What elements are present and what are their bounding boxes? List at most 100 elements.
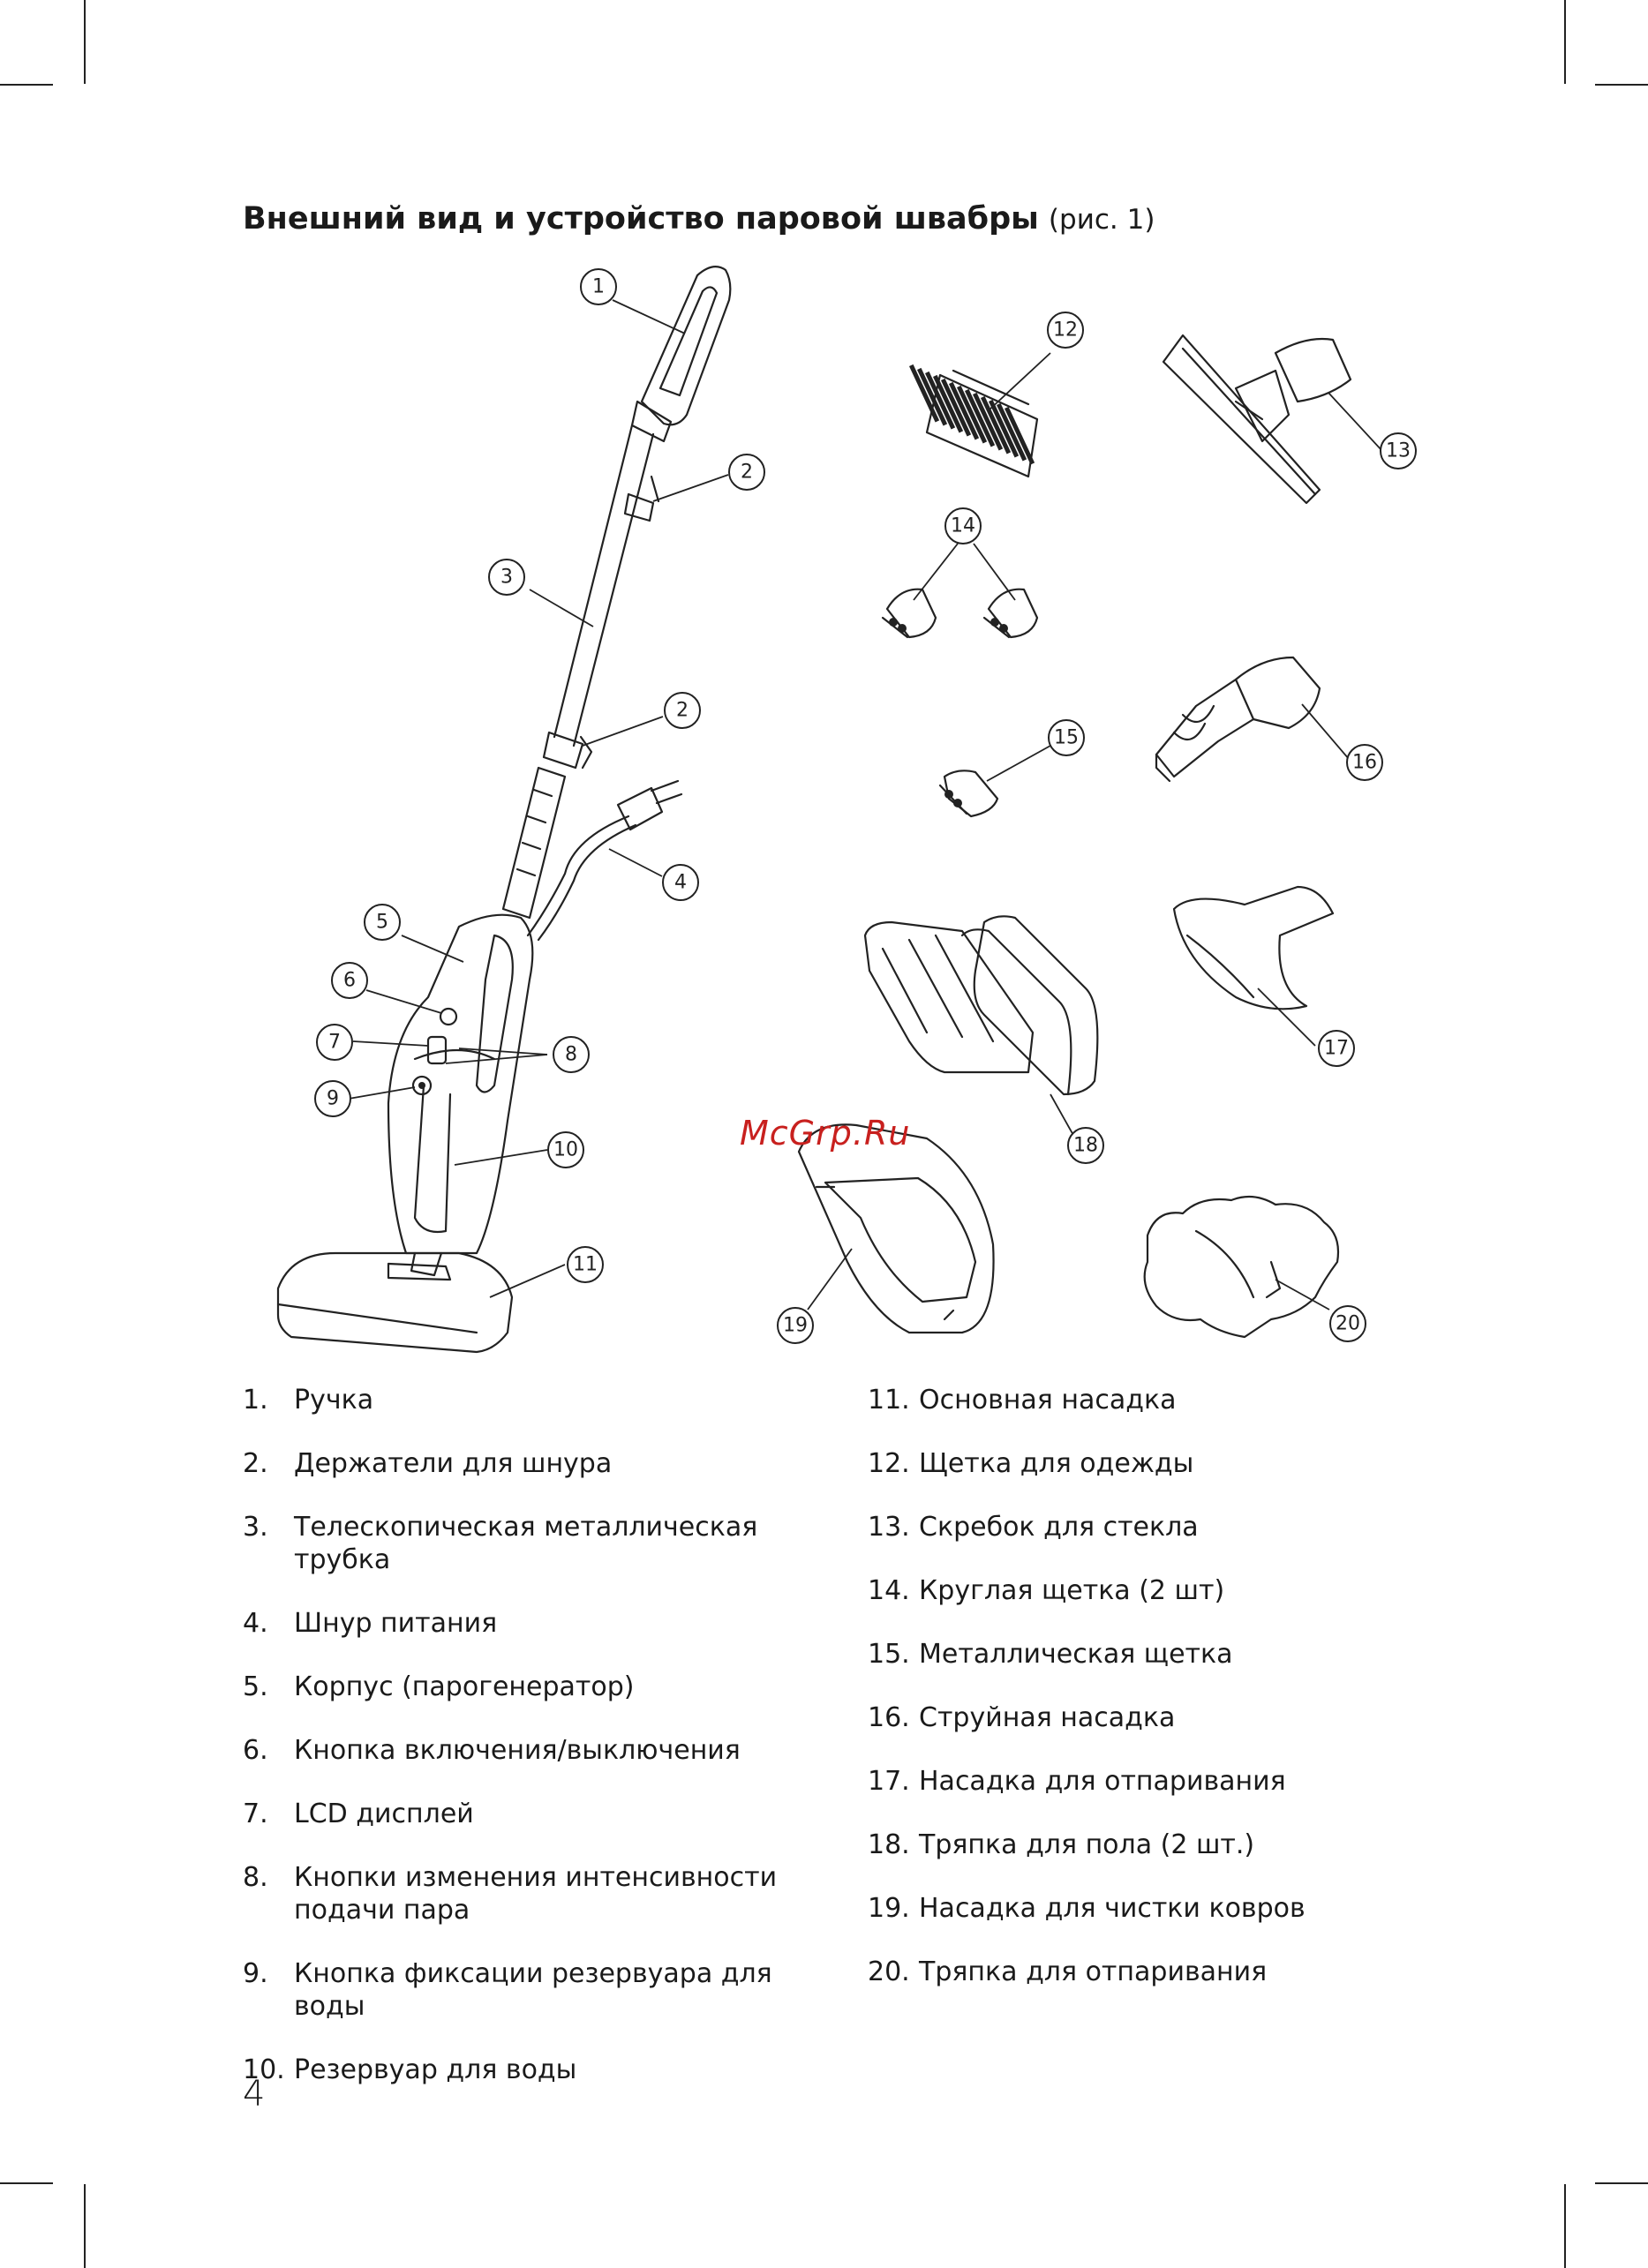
callout-19: 19 xyxy=(777,1307,814,1344)
item-label: Круглая щетка (2 шт) xyxy=(919,1575,1225,1606)
item-number: 10. xyxy=(243,2054,285,2085)
item-label: Струйная насадка xyxy=(919,1702,1176,1733)
callout-12: 12 xyxy=(1047,312,1084,349)
callout-18: 18 xyxy=(1067,1127,1104,1164)
list-item: 13.Скребок для стекла xyxy=(868,1511,1415,1543)
item-label: Кнопка включения/выключения xyxy=(294,1735,741,1766)
list-item: 7. LCD дисплей xyxy=(243,1798,843,1830)
callout-15: 15 xyxy=(1048,719,1085,756)
page-title: Внешний вид и устройство паровой швабры … xyxy=(243,201,1155,237)
glass-scraper-illustration xyxy=(1162,334,1352,505)
list-item: 14. Круглая щетка (2 шт) xyxy=(868,1574,1415,1607)
list-item: 3.Телескопическая металлическая трубка xyxy=(243,1511,843,1576)
callout-number: 14 xyxy=(951,515,975,537)
item-number: 3. xyxy=(243,1512,268,1543)
crop-mark xyxy=(84,2184,86,2268)
figure-diagram: 1 2 3 2 4 5 6 7 8 9 10 11 12 13 14 15 16… xyxy=(276,266,1417,1354)
list-item: 20.Тряпка для отпаривания xyxy=(868,1956,1415,1988)
callout-number: 1 xyxy=(592,276,605,298)
watermark-text: McGrp.Ru xyxy=(740,1114,911,1153)
item-number: 8. xyxy=(243,1862,268,1893)
list-item: 17.Насадка для отпаривания xyxy=(868,1765,1415,1798)
item-number: 4. xyxy=(243,1608,268,1639)
callout-7: 7 xyxy=(316,1024,353,1061)
crop-mark xyxy=(1564,2184,1566,2268)
list-item: 2.Держатели для шнура xyxy=(243,1447,843,1480)
bristle xyxy=(933,374,964,433)
crop-mark xyxy=(1564,0,1566,84)
list-item: 9.Кнопка фиксации резервуара для воды xyxy=(243,1957,843,2023)
callout-number: 2 xyxy=(741,462,753,484)
callout-number: 2 xyxy=(676,700,689,722)
crop-mark xyxy=(1595,84,1648,86)
metal-brush-illustration xyxy=(938,770,999,818)
callout-number: 5 xyxy=(376,912,388,934)
callout-number: 17 xyxy=(1324,1038,1349,1060)
item-label: Ручка xyxy=(294,1385,374,1416)
parts-list-left: 1. Ручка 2.Держатели для шнура 3.Телескопич… xyxy=(243,1384,843,2117)
item-number: 1. xyxy=(243,1385,268,1416)
item-number: 6. xyxy=(243,1735,268,1766)
item-label: Металлическая щетка xyxy=(919,1639,1233,1670)
list-item: 16. Струйная насадка xyxy=(868,1701,1415,1734)
callout-leaders xyxy=(348,299,1382,1310)
list-item: 10. Резервуар для воды xyxy=(243,2054,843,2086)
list-item: 19. Насадка для чистки ковров xyxy=(868,1892,1415,1925)
list-item: 15. Металлическая щетка xyxy=(868,1638,1415,1671)
item-number: 14. xyxy=(868,1575,910,1606)
item-number: 11. xyxy=(868,1385,910,1416)
callout-11: 11 xyxy=(567,1246,604,1283)
title-text: Внешний вид и устройство паровой швабры xyxy=(243,201,1039,237)
floor-cloths-illustration xyxy=(863,915,1099,1096)
list-item: 12.Щетка для одежды xyxy=(868,1447,1415,1480)
callout-number: 13 xyxy=(1386,440,1411,462)
callout-number: 9 xyxy=(327,1088,339,1110)
item-label: Тряпка для отпаривания xyxy=(919,1956,1268,1987)
item-number: 18. xyxy=(868,1829,910,1860)
callout-13: 13 xyxy=(1380,432,1417,469)
callout-8: 8 xyxy=(553,1036,590,1073)
callout-1: 1 xyxy=(580,268,617,305)
bristle xyxy=(948,381,980,440)
figure-reference: (рис. 1) xyxy=(1048,204,1155,236)
callout-number: 8 xyxy=(565,1044,577,1066)
list-item: 4.Шнур питания xyxy=(243,1607,843,1640)
callout-number: 10 xyxy=(553,1139,578,1161)
callout-number: 6 xyxy=(343,970,356,992)
callout-number: 11 xyxy=(573,1254,598,1276)
bristle xyxy=(1004,406,1035,465)
item-label: Резервуар для воды xyxy=(294,2054,577,2085)
list-item: 8.Кнопки изменения интенсивности подачи … xyxy=(243,1861,843,1926)
callout-17: 17 xyxy=(1318,1030,1355,1067)
callout-20: 20 xyxy=(1329,1305,1366,1342)
item-number: 16. xyxy=(868,1702,910,1733)
list-item: 18.Тряпка для пола (2 шт.) xyxy=(868,1829,1415,1861)
bristle xyxy=(924,371,956,430)
callout-16: 16 xyxy=(1346,744,1383,781)
item-number: 19. xyxy=(868,1893,910,1924)
bristle xyxy=(997,402,1027,462)
page-number: 4 xyxy=(243,2074,266,2114)
item-label: Корпус (парогенератор) xyxy=(294,1671,635,1702)
bristle xyxy=(988,399,1020,458)
callout-number: 15 xyxy=(1054,727,1079,749)
item-number: 13. xyxy=(868,1512,910,1543)
item-number: 7. xyxy=(243,1799,268,1829)
callout-number: 19 xyxy=(783,1315,808,1337)
clothes-brush-illustration xyxy=(909,364,1039,478)
item-label: Щетка для одежды xyxy=(919,1448,1194,1479)
item-label: Насадка для чистки ковров xyxy=(919,1893,1306,1924)
bristle xyxy=(917,367,948,426)
crop-mark xyxy=(1595,2182,1648,2184)
steam-cloth-illustration xyxy=(1143,1195,1340,1339)
item-number: 9. xyxy=(243,1958,268,1989)
item-number: 15. xyxy=(868,1639,910,1670)
callout-number: 12 xyxy=(1053,319,1078,342)
bristle xyxy=(964,388,996,447)
item-label: LCD дисплей xyxy=(294,1799,474,1829)
item-number: 17. xyxy=(868,1766,910,1797)
item-number: 5. xyxy=(243,1671,268,1702)
callout-14: 14 xyxy=(944,507,982,544)
bristle xyxy=(957,385,988,444)
